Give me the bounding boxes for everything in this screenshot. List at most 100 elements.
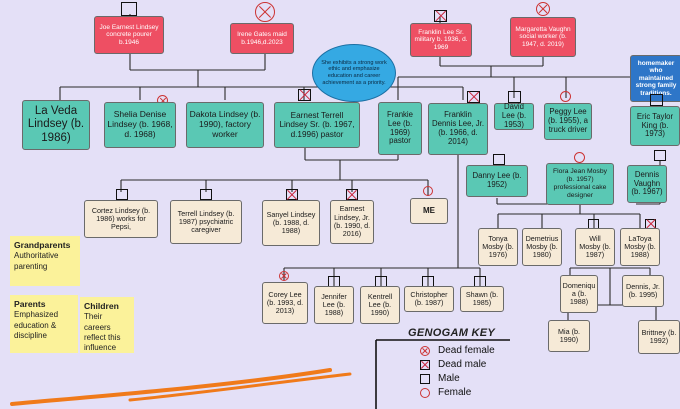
person-label: Corey Lee (b. 1993, d. 2013): [266, 289, 304, 316]
person-label: Dennis Vaughn (b. 1967): [631, 169, 663, 197]
person-shelia[interactable]: Shelia Denise Lindsey (b. 1968, d. 1968): [104, 102, 176, 148]
person-brittney[interactable]: Brittney (b. 1992): [638, 320, 680, 354]
person-label: Peggy Lee (b. 1955), a truck driver: [548, 107, 588, 134]
person-label: Will Mosby (b. 1987): [579, 233, 611, 260]
female-symbol: [574, 152, 585, 163]
person-terrell[interactable]: Terrell Lindsey (b. 1987) psychiatric ca…: [170, 200, 242, 244]
person-david[interactable]: David Lee (b. 1953): [494, 102, 534, 130]
note-title: Children: [84, 301, 119, 311]
person-label: Joe Earnest Lindsey concrete pourer b.19…: [99, 23, 159, 46]
note-text: Authoritative parenting: [14, 251, 59, 271]
person-label: Tonya Mosby (b. 1976): [482, 233, 514, 260]
person-label: homemaker who maintained strong family t…: [635, 59, 677, 97]
dead-female-symbol: [279, 271, 289, 281]
person-la-veda[interactable]: La Veda Lindsey (b. 1986): [22, 100, 90, 150]
person-label: Eric Taylor King (b. 1973): [636, 111, 674, 139]
person-label: LaToya Mosby (b. 1988): [624, 233, 656, 260]
dead-male-key-icon: [420, 359, 430, 370]
key-title: GENOGAM KEY: [408, 327, 496, 339]
person-me[interactable]: ME: [410, 198, 448, 224]
person-domeniqua[interactable]: Domeniqu a (b. 1988): [560, 275, 598, 313]
key-label: Dead male: [438, 359, 487, 370]
person-joe[interactable]: Joe Earnest Lindsey concrete pourer b.19…: [94, 16, 164, 54]
person-label: Demetrius Mosby (b. 1980): [525, 233, 559, 260]
person-label: David Lee (b. 1953): [501, 102, 527, 129]
person-sanyel[interactable]: Sanyel Lindsey (b. 1988, d. 1988): [262, 200, 320, 246]
person-flora[interactable]: Flora Jean Mosby (b. 1957) professional …: [546, 163, 614, 205]
person-label: Earnest Terrell Lindsey Sr. (b. 1967, d.…: [279, 110, 355, 139]
person-shawn[interactable]: Shawn (b. 1985): [460, 286, 504, 312]
male-symbol: [508, 91, 521, 103]
person-label: La Veda Lindsey (b. 1986): [27, 105, 85, 144]
dead-female-symbol: [536, 2, 550, 16]
person-dakota[interactable]: Dakota Lindsey (b. 1990), factory worker: [186, 102, 264, 148]
person-label: Margaretta Vaughn social worker (b. 1947…: [515, 25, 571, 48]
person-label: Franklin Lee Sr. military b. 1936, d. 19…: [414, 28, 468, 51]
dead-male-symbol: [286, 189, 298, 200]
person-label: Terrell Lindsey (b. 1987) psychiatric ca…: [177, 208, 235, 235]
key-label: Female: [438, 387, 472, 398]
note-parents: Parents Emphasized education & disciplin…: [10, 295, 78, 353]
person-mia[interactable]: Mia (b. 1990): [548, 320, 590, 352]
person-dennis-jr[interactable]: Dennis, Jr. (b. 1995): [622, 275, 664, 307]
person-label: Jennifer Lee (b. 1988): [321, 291, 347, 318]
male-symbol: [654, 150, 666, 161]
person-franklin-sr[interactable]: Franklin Lee Sr. military b. 1936, d. 19…: [410, 23, 472, 57]
male-key-icon: [420, 373, 430, 384]
person-latoya[interactable]: LaToya Mosby (b. 1988): [620, 228, 660, 266]
person-label: Danny Lee (b. 1952): [472, 171, 522, 189]
person-tonya[interactable]: Tonya Mosby (b. 1976): [478, 228, 518, 266]
male-symbol: [121, 2, 137, 16]
person-label: Sanyel Lindsey (b. 1988, d. 1988): [266, 209, 316, 236]
person-label: Frankie Lee (b. 1969) pastor: [387, 109, 413, 146]
note-text: Emphasized education & discipline: [14, 310, 59, 340]
person-franklin-jr[interactable]: Franklin Dennis Lee, Jr. (b. 1966, d. 20…: [428, 103, 488, 155]
male-symbol: [650, 94, 663, 106]
note-title: Parents: [14, 299, 46, 309]
female-symbol: [423, 186, 433, 196]
dead-male-symbol: [434, 10, 447, 22]
person-margaretta[interactable]: Margaretta Vaughn social worker (b. 1947…: [510, 17, 576, 57]
person-frankie[interactable]: Frankie Lee (b. 1969) pastor: [378, 102, 422, 155]
person-label: Earnest Lindsey, Jr. (b. 1990, d. 2016): [333, 204, 371, 239]
person-label: Shawn (b. 1985): [465, 289, 499, 307]
person-label: Cortez Lindsey (b. 1986) works for Pepsi…: [91, 205, 151, 232]
person-label: Kentrell Lee (b. 1990): [367, 291, 393, 318]
person-kentrell[interactable]: Kentrell Lee (b. 1990): [360, 286, 400, 324]
person-eric[interactable]: Eric Taylor King (b. 1973): [630, 106, 680, 146]
person-dennis[interactable]: Dennis Vaughn (b. 1967): [627, 165, 667, 203]
person-label: Brittney (b. 1992): [641, 327, 677, 345]
person-label: Flora Jean Mosby (b. 1957) professional …: [552, 168, 608, 199]
person-corey[interactable]: Corey Lee (b. 1993, d. 2013): [262, 282, 308, 324]
bubble-text: She exhibits a strong work ethic and emp…: [321, 59, 387, 86]
note-text: Their careers reflect this influence: [84, 312, 121, 353]
person-jennifer[interactable]: Jennifer Lee (b. 1988): [314, 286, 354, 324]
note-grandparents: Grandparents Authoritative parenting: [10, 236, 80, 286]
note-children: Children Their careers reflect this infl…: [80, 297, 134, 353]
female-key-icon: [420, 387, 430, 398]
person-label: Dakota Lindsey (b. 1990), factory worker: [189, 109, 261, 139]
dead-female-key-icon: [420, 345, 430, 356]
person-label: Christopher (b. 1987): [410, 289, 448, 307]
decorative-swoosh: [10, 368, 352, 406]
male-symbol: [493, 154, 505, 165]
key-row-dead-male: Dead male: [420, 359, 486, 370]
person-christopher[interactable]: Christopher (b. 1987): [404, 286, 454, 312]
person-label: Irene Gates maid b.1946,d.2023: [237, 31, 287, 46]
person-earnest-sr[interactable]: Earnest Terrell Lindsey Sr. (b. 1967, d.…: [274, 102, 360, 148]
person-will[interactable]: Will Mosby (b. 1987): [575, 228, 615, 266]
note-title: Grandparents: [14, 240, 71, 250]
person-label: Franklin Dennis Lee, Jr. (b. 1966, d. 20…: [431, 110, 484, 146]
key-label: Dead female: [438, 345, 495, 356]
key-row-female: Female: [420, 387, 471, 398]
dead-male-symbol: [467, 91, 480, 103]
person-cortez[interactable]: Cortez Lindsey (b. 1986) works for Pepsi…: [84, 200, 158, 238]
person-demetrius[interactable]: Demetrius Mosby (b. 1980): [522, 228, 562, 266]
person-peggy[interactable]: Peggy Lee (b. 1955), a truck driver: [544, 103, 592, 140]
person-danny[interactable]: Danny Lee (b. 1952): [466, 165, 528, 197]
person-irene[interactable]: Irene Gates maid b.1946,d.2023: [230, 23, 294, 54]
dead-female-symbol: [255, 2, 275, 22]
person-label: Domeniqu a (b. 1988): [562, 280, 596, 307]
person-earnest-jr[interactable]: Earnest Lindsey, Jr. (b. 1990, d. 2016): [330, 200, 374, 244]
